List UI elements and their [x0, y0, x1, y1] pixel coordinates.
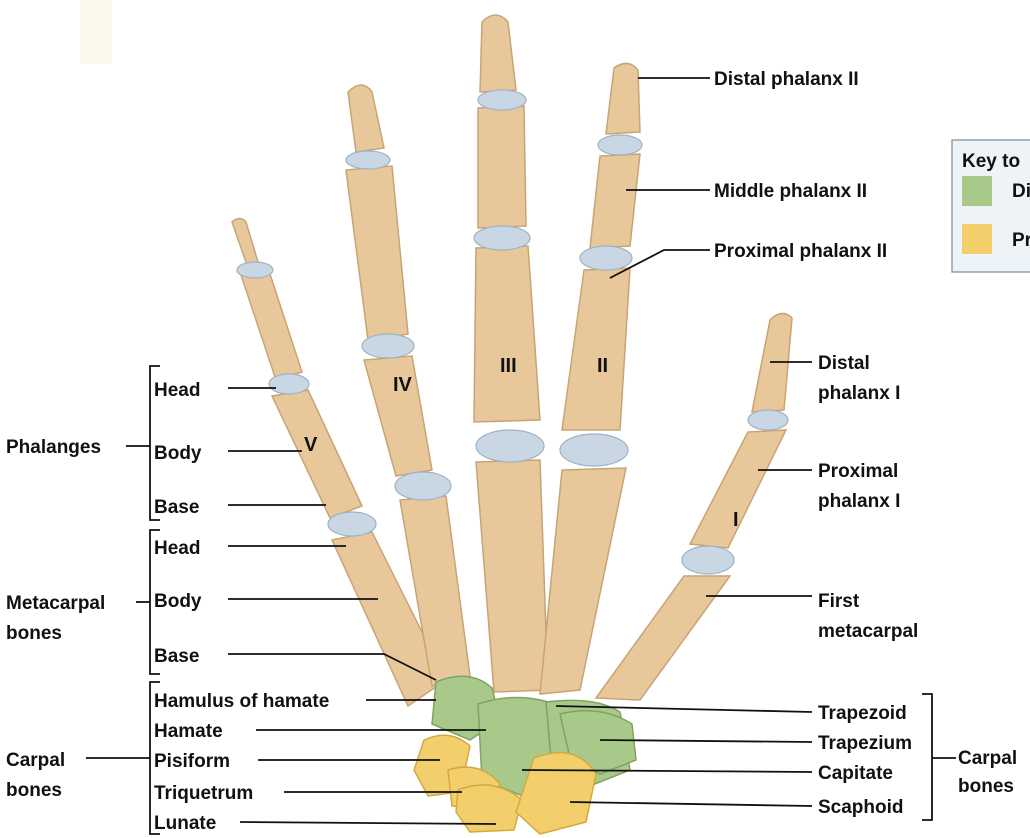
- label-trapezium: Trapezium: [818, 733, 912, 754]
- corner-patch: [80, 0, 112, 64]
- label-scaphoid: Scaphoid: [818, 797, 904, 818]
- key-swatch-proximal: [962, 224, 992, 254]
- label-middle-phalanx-ii: Middle phalanx II: [714, 181, 867, 202]
- label-distal-phalanx-ii: Distal phalanx II: [714, 69, 859, 90]
- key-swatch-distal: [962, 176, 992, 206]
- key-item-proximal-label: Pr: [1012, 230, 1030, 251]
- finger-iii: [474, 15, 548, 692]
- label-phalanx-body: Body: [154, 443, 202, 464]
- numeral-v: V: [304, 434, 318, 456]
- label-carpal-bones-right-line2: bones: [958, 776, 1014, 797]
- numeral-iv: IV: [393, 374, 413, 396]
- label-trapezoid: Trapezoid: [818, 703, 907, 724]
- label-phalanges: Phalanges: [6, 437, 101, 458]
- key-box: Key to Di Pr: [952, 140, 1030, 272]
- label-lunate: Lunate: [154, 813, 216, 834]
- label-metacarpal-bones-line1: Metacarpal: [6, 593, 105, 614]
- key-item-distal-label: Di: [1012, 181, 1030, 202]
- label-carpal-bones-left-line2: bones: [6, 780, 62, 801]
- numeral-i: I: [733, 509, 739, 531]
- carpal-bones-illustration: [414, 676, 636, 834]
- finger-i: [596, 313, 792, 700]
- label-carpal-bones-left-line1: Carpal: [6, 750, 65, 771]
- left-labels: Phalanges Metacarpal bones Carpal bones …: [6, 380, 329, 834]
- label-distal-phalanx-i-line2: phalanx I: [818, 383, 900, 404]
- label-pisiform: Pisiform: [154, 751, 230, 772]
- label-carpal-bones-right-line1: Carpal: [958, 748, 1017, 769]
- numeral-ii: II: [597, 355, 608, 377]
- label-hamate: Hamate: [154, 721, 223, 742]
- label-first-metacarpal-line2: metacarpal: [818, 621, 918, 642]
- label-proximal-phalanx-i-line1: Proximal: [818, 461, 898, 482]
- label-phalanx-base: Base: [154, 497, 199, 518]
- label-capitate: Capitate: [818, 763, 893, 784]
- label-phalanx-head: Head: [154, 380, 200, 401]
- numeral-iii: III: [500, 355, 517, 377]
- label-proximal-phalanx-ii: Proximal phalanx II: [714, 241, 887, 262]
- label-metacarpal-head: Head: [154, 538, 200, 559]
- finger-ii: [540, 63, 642, 694]
- label-triquetrum: Triquetrum: [154, 783, 253, 804]
- label-first-metacarpal-line1: First: [818, 591, 860, 612]
- key-title: Key to: [962, 151, 1020, 172]
- label-proximal-phalanx-i-line2: phalanx I: [818, 491, 900, 512]
- label-metacarpal-base: Base: [154, 646, 199, 667]
- label-hamulus-of-hamate: Hamulus of hamate: [154, 691, 329, 712]
- label-distal-phalanx-i-line1: Distal: [818, 353, 870, 374]
- label-metacarpal-body: Body: [154, 591, 202, 612]
- label-metacarpal-bones-line2: bones: [6, 623, 62, 644]
